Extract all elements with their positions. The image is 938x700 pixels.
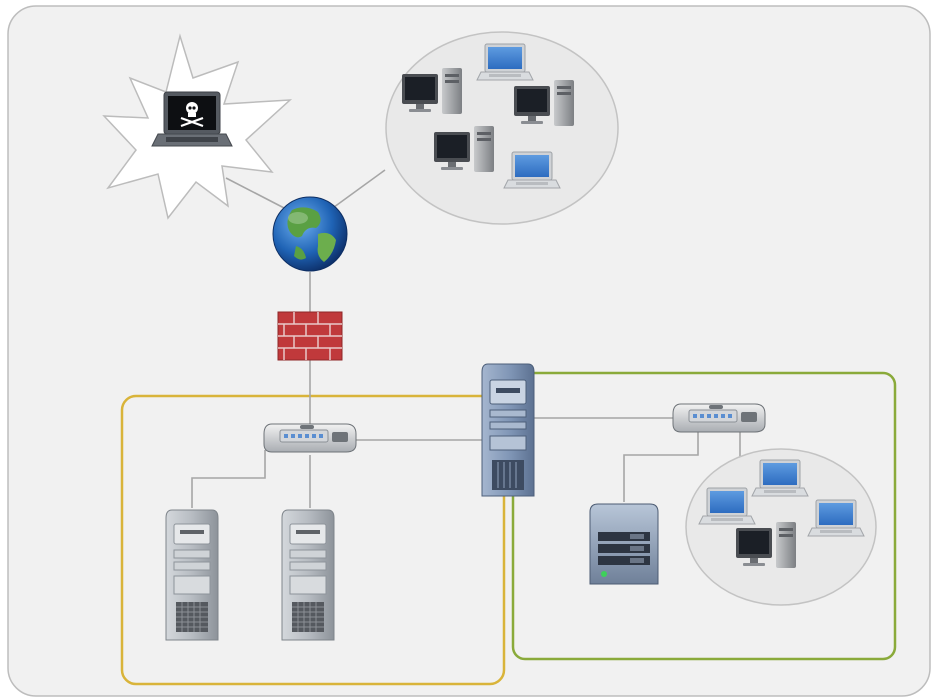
nas-storage (589, 503, 659, 585)
globe-icon (272, 196, 348, 272)
firewall (277, 311, 343, 361)
server-tower-icon (281, 509, 335, 641)
dmz-zone (120, 394, 506, 686)
laptop-icon (503, 151, 561, 189)
attacker-laptop (102, 33, 293, 220)
laptop-icon (807, 499, 865, 537)
pirate-laptop-icon (151, 91, 233, 147)
laptop-icon (476, 43, 534, 81)
dmz-switch (263, 423, 357, 453)
core-server (481, 363, 535, 497)
firewall-icon (277, 311, 343, 361)
laptop-icon (751, 459, 809, 497)
laptop-icon (698, 487, 756, 525)
server-tower-icon (165, 509, 219, 641)
internet-clients-cloud (385, 31, 619, 225)
lan-switch (672, 403, 766, 433)
link-attacker-globe (225, 177, 289, 211)
dmz-server-1 (165, 509, 219, 641)
link-globe-clients (329, 169, 386, 211)
link-lanswitch-nas (623, 432, 699, 502)
switch-icon (263, 423, 357, 453)
dmz-server-2 (281, 509, 335, 641)
server-tower-icon (481, 363, 535, 497)
internet-globe (272, 196, 348, 272)
lan-clients-cloud (685, 448, 877, 606)
link-switch-server1 (191, 450, 266, 508)
switch-icon (672, 403, 766, 433)
nas-icon (589, 503, 659, 585)
links (191, 169, 741, 508)
lan-zone (511, 371, 897, 661)
